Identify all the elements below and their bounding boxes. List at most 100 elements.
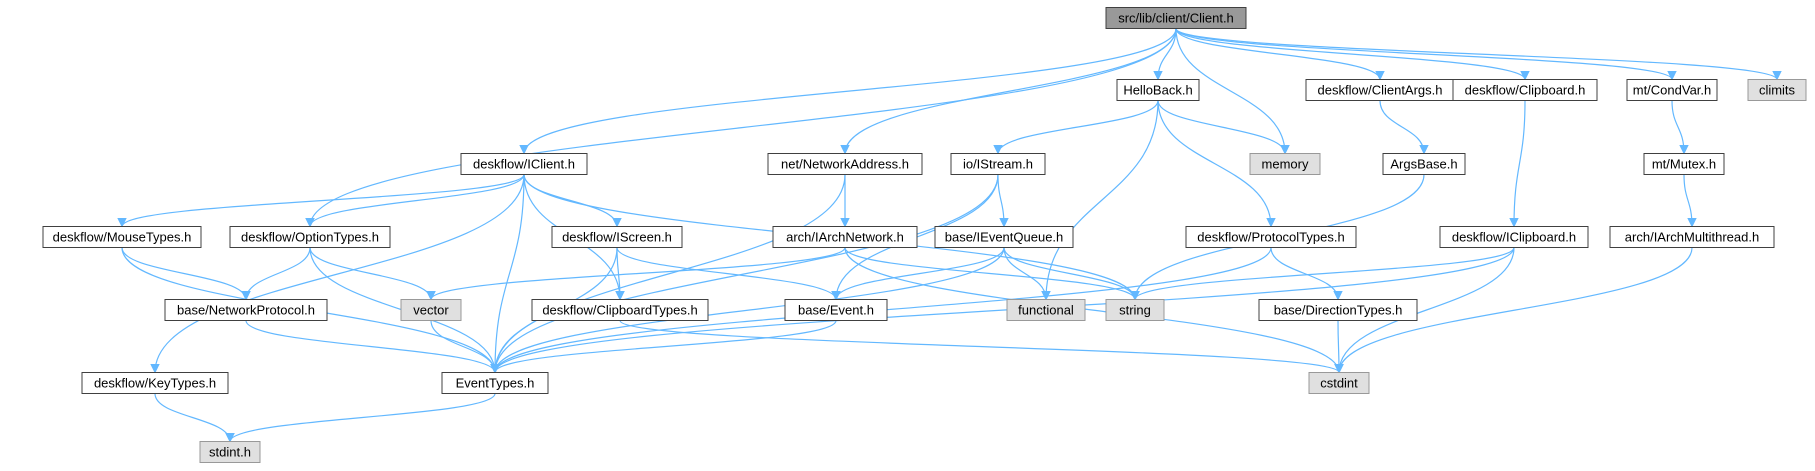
node-label: arch/IArchNetwork.h [786, 230, 904, 245]
node-box [772, 226, 918, 248]
node-box [1643, 153, 1725, 175]
edge-client-to-clipboard [1175, 28, 1530, 81]
node-label: cstdint [1320, 376, 1358, 391]
node-clipboard[interactable]: deskflow/Clipboard.h [1452, 79, 1598, 101]
edge-client-to-condvar [1175, 27, 1677, 81]
edge-mutex-to-iarchmt [1683, 174, 1697, 228]
edge-netprotocol-to-eventtypes [245, 320, 500, 374]
edge-helloback-to-protocoltypes [1157, 100, 1276, 228]
node-argsbase[interactable]: ArgsBase.h [1382, 153, 1466, 175]
node-box [1308, 372, 1370, 394]
edge-clientargs-to-argsbase [1379, 100, 1429, 155]
node-netaddr[interactable]: net/NetworkAddress.h [767, 153, 923, 175]
edge-istream-to-ieventqueue [997, 174, 1009, 228]
edge-optiontypes-to-vector [309, 247, 436, 301]
edge-eventtypes-to-stdint [225, 393, 496, 443]
node-string: string [1105, 299, 1165, 321]
edge-client-to-optiontypes [305, 28, 1177, 228]
edge-iclient-to-optiontypes [305, 174, 525, 228]
node-box [42, 226, 202, 248]
node-label: deskflow/IScreen.h [562, 230, 672, 245]
node-event[interactable]: base/Event.h [784, 299, 888, 321]
node-iarchnetwork[interactable]: arch/IArchNetwork.h [772, 226, 918, 248]
node-label: io/IStream.h [963, 157, 1033, 172]
edge-ieventqueue-to-functional [1003, 247, 1051, 301]
node-cliptypes[interactable]: deskflow/ClipboardTypes.h [531, 299, 709, 321]
node-directiontypes[interactable]: base/DirectionTypes.h [1258, 299, 1418, 321]
node-mutex[interactable]: mt/Mutex.h [1643, 153, 1725, 175]
edge-iclipboard-to-string [1130, 247, 1515, 301]
edge-event-to-eventtypes [490, 320, 837, 374]
node-ieventqueue[interactable]: base/IEventQueue.h [934, 226, 1074, 248]
node-label: functional [1018, 303, 1074, 318]
edge-iclient-to-keytypes [150, 174, 525, 374]
edge-mousetypes-to-netprotocol [121, 247, 251, 301]
node-label: arch/IArchMultithread.h [1625, 230, 1759, 245]
node-box [441, 372, 549, 394]
edge-helloback-to-istream [993, 100, 1159, 155]
edge-ieventqueue-to-eventtypes [490, 247, 1005, 374]
node-label: base/DirectionTypes.h [1274, 303, 1403, 318]
node-label: climits [1759, 83, 1796, 98]
node-box [1185, 226, 1357, 248]
node-box [1452, 79, 1598, 101]
node-iscreen[interactable]: deskflow/IScreen.h [551, 226, 683, 248]
node-condvar[interactable]: mt/CondVar.h [1626, 79, 1718, 101]
node-box [1747, 79, 1807, 101]
node-keytypes[interactable]: deskflow/KeyTypes.h [81, 372, 229, 394]
node-box [1258, 299, 1418, 321]
node-label: deskflow/ClientArgs.h [1318, 83, 1443, 98]
edge-client-to-iclient [519, 28, 1177, 155]
node-istream[interactable]: io/IStream.h [950, 153, 1046, 175]
node-client[interactable]: src/lib/client/Client.h [1105, 7, 1247, 29]
node-box [784, 299, 888, 321]
node-clientargs[interactable]: deskflow/ClientArgs.h [1305, 79, 1455, 101]
node-box [81, 372, 229, 394]
node-box [1249, 153, 1321, 175]
node-cstdint: cstdint [1308, 372, 1370, 394]
node-box [1382, 153, 1466, 175]
node-box [767, 153, 923, 175]
node-iclipboard[interactable]: deskflow/IClipboard.h [1439, 226, 1589, 248]
node-box [1105, 299, 1165, 321]
node-iarchmt[interactable]: arch/IArchMultithread.h [1609, 226, 1775, 248]
edge-helloback-to-memory [1157, 100, 1290, 155]
node-box [1105, 7, 1247, 29]
edge-directiontypes-to-cstdint [1334, 320, 1344, 374]
node-box [1006, 299, 1086, 321]
edge-iarchnetwork-to-string [844, 247, 1140, 301]
node-box [400, 299, 462, 321]
node-memory: memory [1249, 153, 1321, 175]
edge-iscreen-to-event [616, 247, 841, 301]
node-box [551, 226, 683, 248]
node-label: base/IEventQueue.h [945, 230, 1064, 245]
node-eventtypes[interactable]: EventTypes.h [441, 372, 549, 394]
node-label: net/NetworkAddress.h [781, 157, 909, 172]
node-iclient[interactable]: deskflow/IClient.h [460, 153, 588, 175]
edge-client-to-memory [1175, 28, 1290, 155]
edge-client-to-climits [1175, 27, 1782, 81]
node-vector: vector [400, 299, 462, 321]
node-optiontypes[interactable]: deskflow/OptionTypes.h [229, 226, 391, 248]
node-netprotocol[interactable]: base/NetworkProtocol.h [164, 299, 328, 321]
node-label: mt/Mutex.h [1652, 157, 1716, 172]
node-label: vector [413, 303, 449, 318]
node-protocoltypes[interactable]: deskflow/ProtocolTypes.h [1185, 226, 1357, 248]
node-label: deskflow/MouseTypes.h [53, 230, 192, 245]
node-helloback[interactable]: HelloBack.h [1116, 79, 1200, 101]
edge-iclient-to-mousetypes [117, 174, 525, 228]
node-label: base/Event.h [798, 303, 874, 318]
node-layer: src/lib/client/Client.h deskflow/IClient.… [42, 7, 1807, 463]
node-mousetypes[interactable]: deskflow/MouseTypes.h [42, 226, 202, 248]
edge-iarchmt-to-cstdint [1334, 247, 1693, 374]
edge-iclient-to-iscreen [523, 174, 622, 228]
node-label: EventTypes.h [456, 376, 535, 391]
node-label: ArgsBase.h [1390, 157, 1457, 172]
node-label: HelloBack.h [1123, 83, 1192, 98]
node-box [229, 226, 391, 248]
edge-iarchnetwork-to-cstdint [844, 247, 1344, 374]
node-label: base/NetworkProtocol.h [177, 303, 315, 318]
edge-helloback-to-functional [1041, 100, 1159, 301]
edge-iscreen-to-cliptypes [615, 247, 625, 301]
